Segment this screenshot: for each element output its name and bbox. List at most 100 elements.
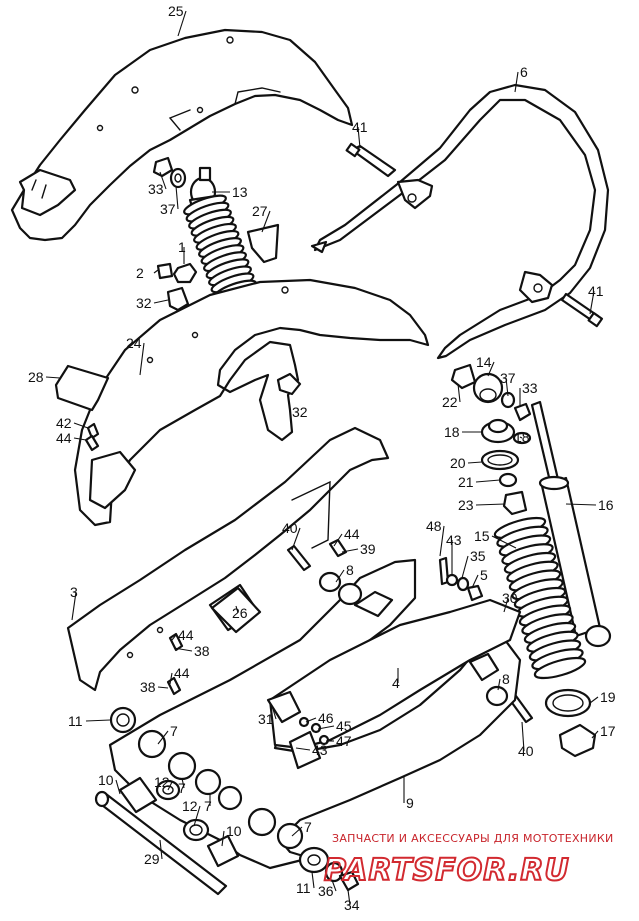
leader-line	[169, 672, 173, 685]
callout-label: 32	[292, 404, 308, 420]
reflector-26	[210, 586, 262, 634]
collar-7-middle	[217, 785, 304, 850]
adjuster-17	[558, 723, 597, 758]
leader-line	[347, 889, 351, 906]
callout-label: 34	[344, 897, 360, 913]
leader-line	[45, 376, 61, 379]
callout-label: 31	[258, 711, 274, 727]
callout-label: 29	[144, 851, 160, 867]
leader-line	[317, 725, 335, 730]
washer-37-upper	[169, 167, 187, 189]
callout-label: 9	[406, 795, 414, 811]
callout-label: 18	[514, 429, 530, 445]
callout-label: 8	[502, 671, 510, 687]
watermark-caption: ЗАПЧАСТИ И АКСЕССУАРЫ ДЛЯ МОТОТЕХНИКИ	[332, 832, 614, 845]
leader-line	[475, 479, 501, 483]
callout-label: 22	[442, 394, 458, 410]
callout-label: 18	[444, 424, 460, 440]
callout-label: 12	[154, 774, 170, 790]
leader-line	[475, 503, 506, 506]
callout-label: 30	[502, 590, 518, 606]
callout-label: 33	[522, 380, 538, 396]
leader-line	[73, 437, 87, 441]
leader-line	[521, 721, 525, 752]
callout-label: 35	[470, 548, 486, 564]
leader-line	[193, 805, 201, 827]
bolt-32-lower	[276, 372, 302, 396]
leader-line	[73, 422, 89, 429]
nut-33-upper	[152, 156, 174, 178]
callout-label: 2	[136, 265, 144, 281]
nut-33-lower	[513, 402, 532, 422]
leader-line	[167, 781, 173, 791]
leader-line	[153, 299, 169, 304]
grab-rail	[310, 83, 610, 360]
leader-line	[471, 574, 479, 589]
leader-line	[487, 361, 495, 377]
callout-label: 15	[474, 528, 490, 544]
leader-line	[71, 591, 77, 621]
leader-line	[514, 71, 519, 93]
callout-label: 40	[518, 743, 534, 759]
callout-label: 43	[312, 742, 328, 758]
rear-fender-upper	[10, 28, 354, 242]
callout-label: 38	[140, 679, 156, 695]
shock-absorber-16	[530, 400, 612, 648]
callout-label: 43	[446, 532, 462, 548]
leader-line	[311, 871, 315, 889]
ring-20	[480, 449, 520, 471]
leader-line	[291, 826, 303, 837]
callout-label: 7	[304, 819, 312, 835]
callout-label: 10	[98, 772, 114, 788]
leader-line	[295, 747, 311, 751]
bumper-23	[502, 490, 528, 516]
callout-label: 11	[296, 880, 311, 896]
callout-label: 44	[178, 627, 194, 643]
callout-label: 27	[252, 203, 268, 219]
callout-label: 8	[346, 562, 354, 578]
leader-line	[139, 342, 145, 376]
leader-line	[565, 503, 597, 506]
callout-label: 41	[352, 119, 368, 135]
callout-label: 13	[232, 184, 248, 200]
leader-line	[519, 436, 523, 439]
plate-28	[54, 364, 110, 412]
leader-line	[503, 597, 509, 613]
watermark-brand: PARTSFOR.RU	[324, 853, 570, 888]
leader-line	[333, 533, 343, 547]
bushing-12-lower	[182, 818, 210, 842]
callout-label: 38	[194, 643, 210, 659]
nut-1	[172, 262, 198, 284]
callout-label: 20	[450, 455, 466, 471]
collar-8-upper	[318, 571, 363, 606]
small-parts-45-47	[298, 716, 330, 746]
brake-stay-31	[266, 690, 322, 770]
callout-label: 44	[344, 526, 360, 542]
callout-label: 21	[458, 474, 474, 490]
watermark: ЗАПЧАСТИ И АКСЕССУАРЫ ДЛЯ МОТОТЕХНИКИ PA…	[323, 832, 614, 889]
leader-line	[589, 696, 599, 704]
bushing-21	[498, 472, 518, 488]
bolt-32-upper	[166, 286, 190, 312]
callout-label: 44	[174, 665, 190, 681]
leader-line	[357, 126, 361, 149]
callout-label: 48	[426, 518, 442, 534]
callout-label: 41	[588, 283, 604, 299]
top-mount-22	[450, 363, 477, 390]
nut-5	[466, 584, 484, 602]
callout-label: 3	[70, 584, 78, 600]
bolt-40-left	[286, 544, 312, 572]
ring-19	[544, 688, 592, 718]
pivot-shaft-29	[94, 790, 228, 896]
leader-line	[173, 647, 193, 652]
callout-label: 32	[136, 295, 152, 311]
callout-label: 1	[178, 239, 186, 255]
leader-line	[221, 830, 225, 847]
leader-line	[461, 555, 469, 579]
callout-label: 37	[160, 201, 176, 217]
leader-line	[271, 705, 277, 720]
callout-label: 14	[476, 354, 492, 370]
leader-line	[467, 461, 483, 464]
strap-27	[246, 223, 280, 264]
